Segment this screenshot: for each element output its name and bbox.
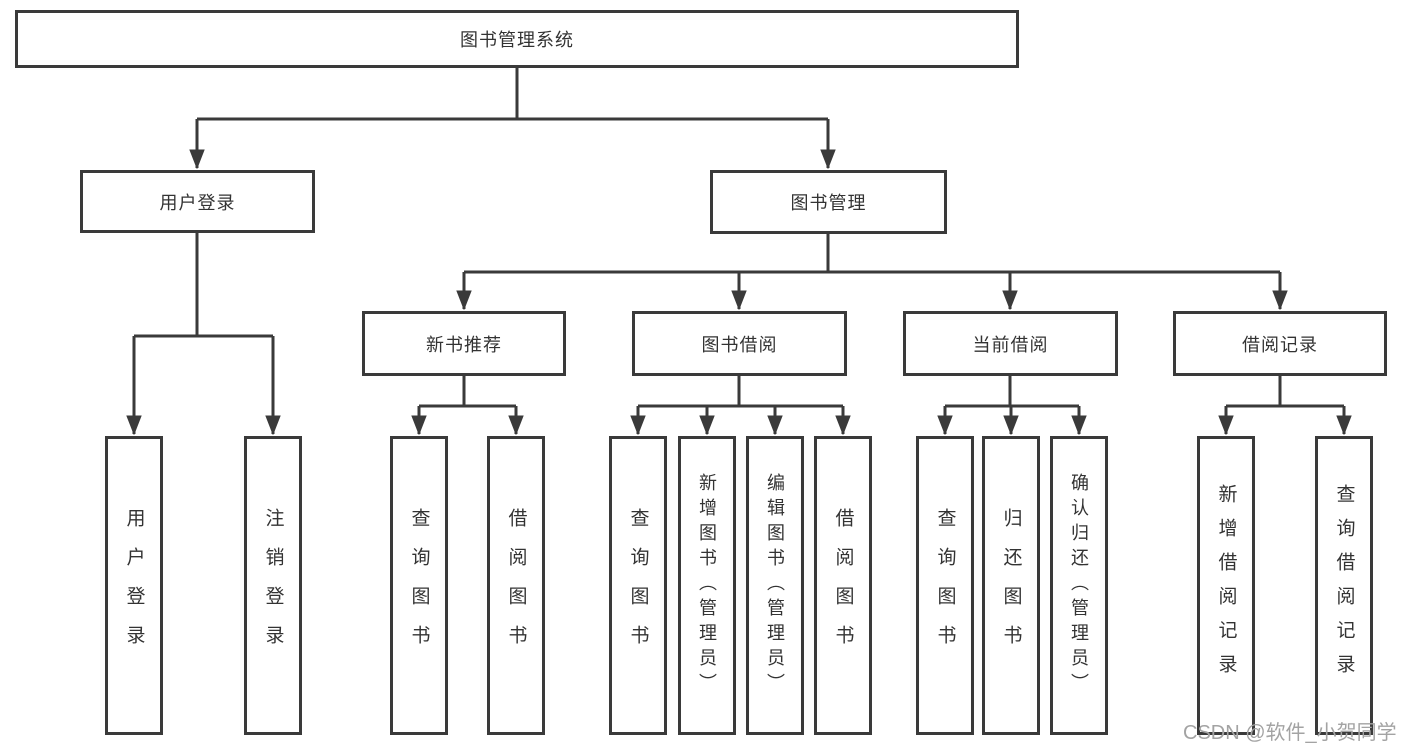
node-borrow-records: 借阅记录	[1173, 311, 1387, 376]
leaf-recommend-query-books: 查询图书	[390, 436, 448, 735]
leaf-edit-books-admin: 编辑图书（管理员）	[746, 436, 804, 735]
leaf-query-borrow-record: 查询借阅记录	[1315, 436, 1373, 735]
leaf-user-login: 用户登录	[105, 436, 163, 735]
leaf-return-books: 归还图书	[982, 436, 1040, 735]
leaf-add-borrow-record: 新增借阅记录	[1197, 436, 1255, 735]
leaf-borrow-books: 借阅图书	[814, 436, 872, 735]
node-book-borrow: 图书借阅	[632, 311, 847, 376]
node-root: 图书管理系统	[15, 10, 1019, 68]
leaf-confirm-return-admin: 确认归还（管理员）	[1050, 436, 1108, 735]
leaf-add-books-admin: 新增图书（管理员）	[678, 436, 736, 735]
leaf-current-query-books: 查询图书	[916, 436, 974, 735]
node-user-login: 用户登录	[80, 170, 315, 233]
leaf-recommend-borrow-books: 借阅图书	[487, 436, 545, 735]
leaf-logout: 注销登录	[244, 436, 302, 735]
csdn-watermark: CSDN @软件_小贺同学	[1183, 722, 1397, 744]
node-book-management: 图书管理	[710, 170, 947, 234]
node-current-borrow: 当前借阅	[903, 311, 1118, 376]
node-new-book-recommend: 新书推荐	[362, 311, 566, 376]
leaf-borrow-query-books: 查询图书	[609, 436, 667, 735]
